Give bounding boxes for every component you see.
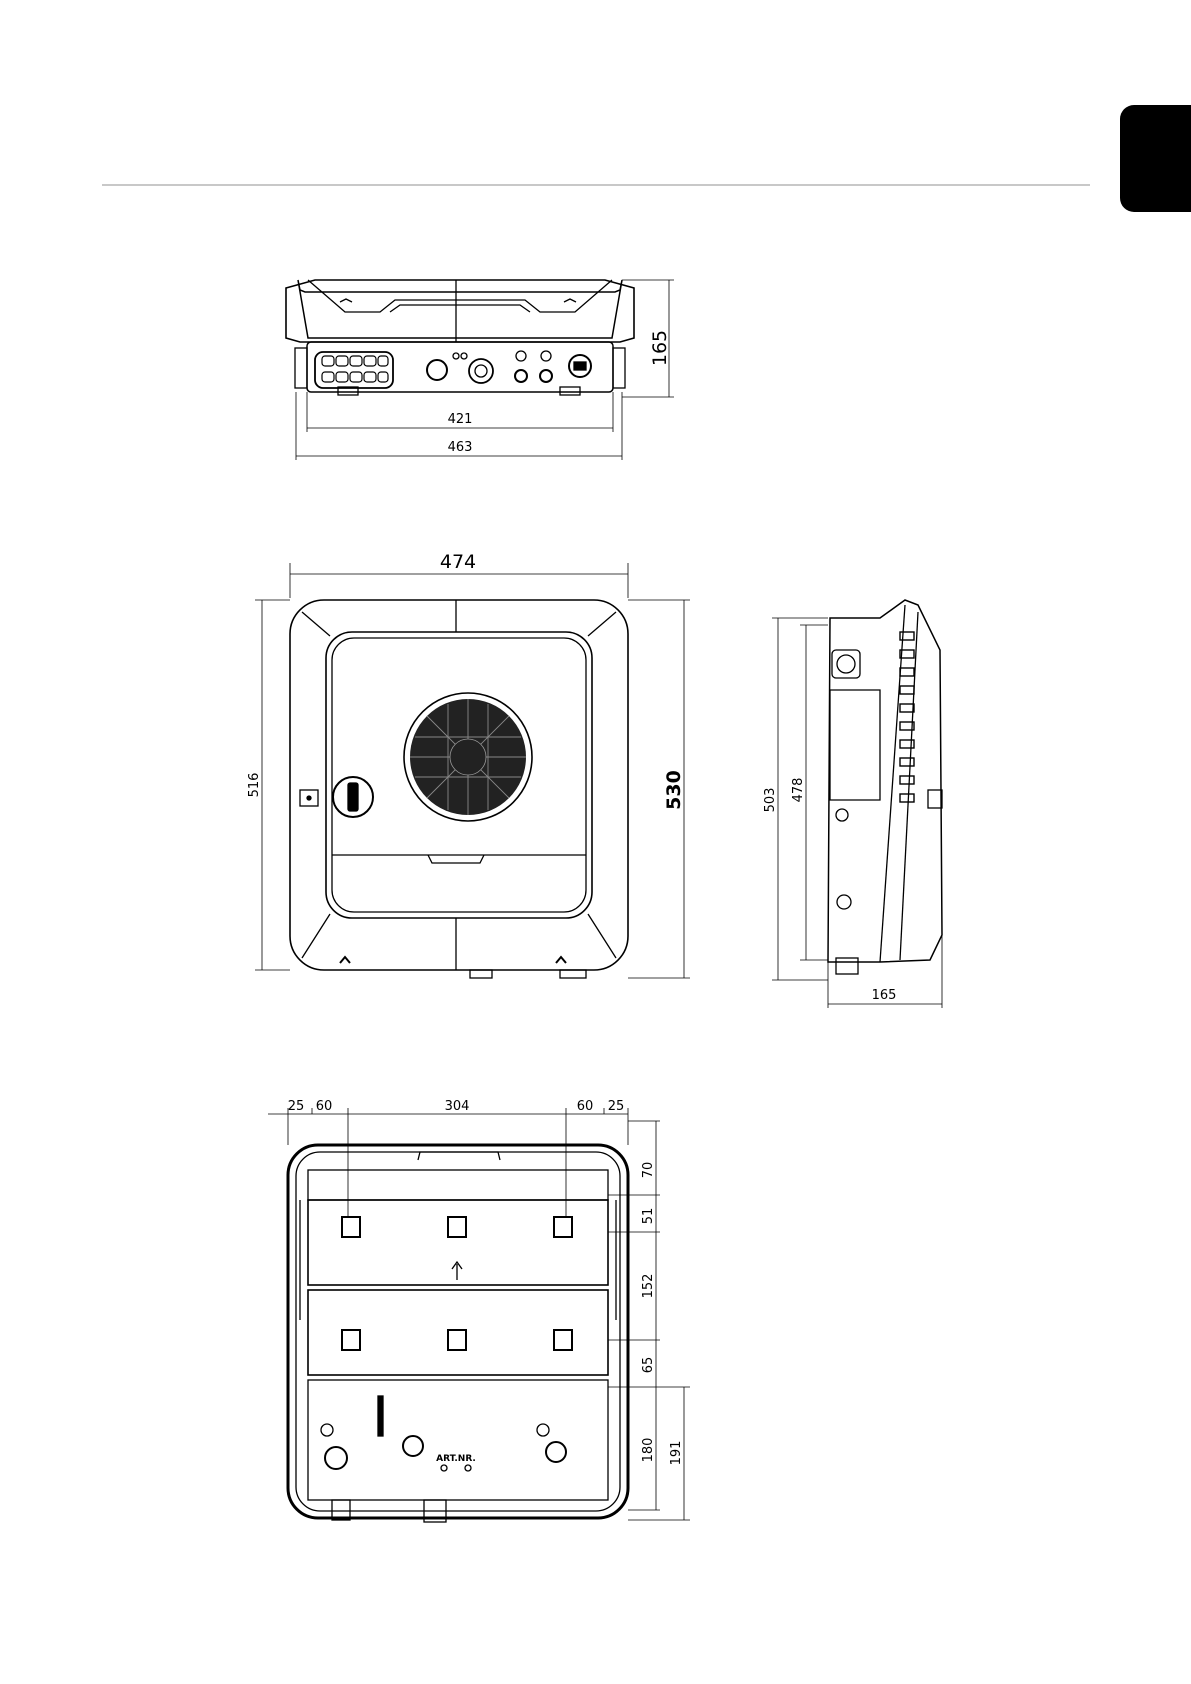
dim-back-top-2: 60 [316, 1099, 333, 1114]
dim-back-right-6: 191 [669, 1441, 684, 1466]
back-view [268, 1108, 690, 1522]
dim-top-width-inner: 421 [448, 412, 473, 427]
dim-back-top-5: 25 [608, 1099, 625, 1114]
dim-front-height-left: 516 [247, 773, 262, 798]
dim-front-width: 474 [440, 551, 476, 573]
top-view [286, 280, 674, 460]
dim-top-width-outer: 463 [448, 440, 473, 455]
side-view [772, 600, 942, 1008]
dim-back-top-4: 60 [577, 1099, 594, 1114]
dim-side-depth: 165 [872, 988, 897, 1003]
dim-front-height-right: 530 [663, 770, 685, 810]
dim-back-top-3: 304 [445, 1099, 470, 1114]
dim-back-right-5: 180 [641, 1438, 656, 1463]
dim-back-right-3: 152 [641, 1274, 656, 1299]
dim-back-top-1: 25 [288, 1099, 305, 1114]
dim-back-right-4: 65 [641, 1357, 656, 1374]
front-view [255, 563, 690, 978]
dim-side-height-outer: 503 [763, 788, 778, 813]
dim-back-right-1: 70 [641, 1162, 656, 1179]
article-number-label: ART.NR. [436, 1454, 476, 1464]
dim-back-right-2: 51 [641, 1208, 656, 1225]
dim-top-height: 165 [649, 330, 671, 366]
dim-side-height-inner: 478 [791, 778, 806, 803]
